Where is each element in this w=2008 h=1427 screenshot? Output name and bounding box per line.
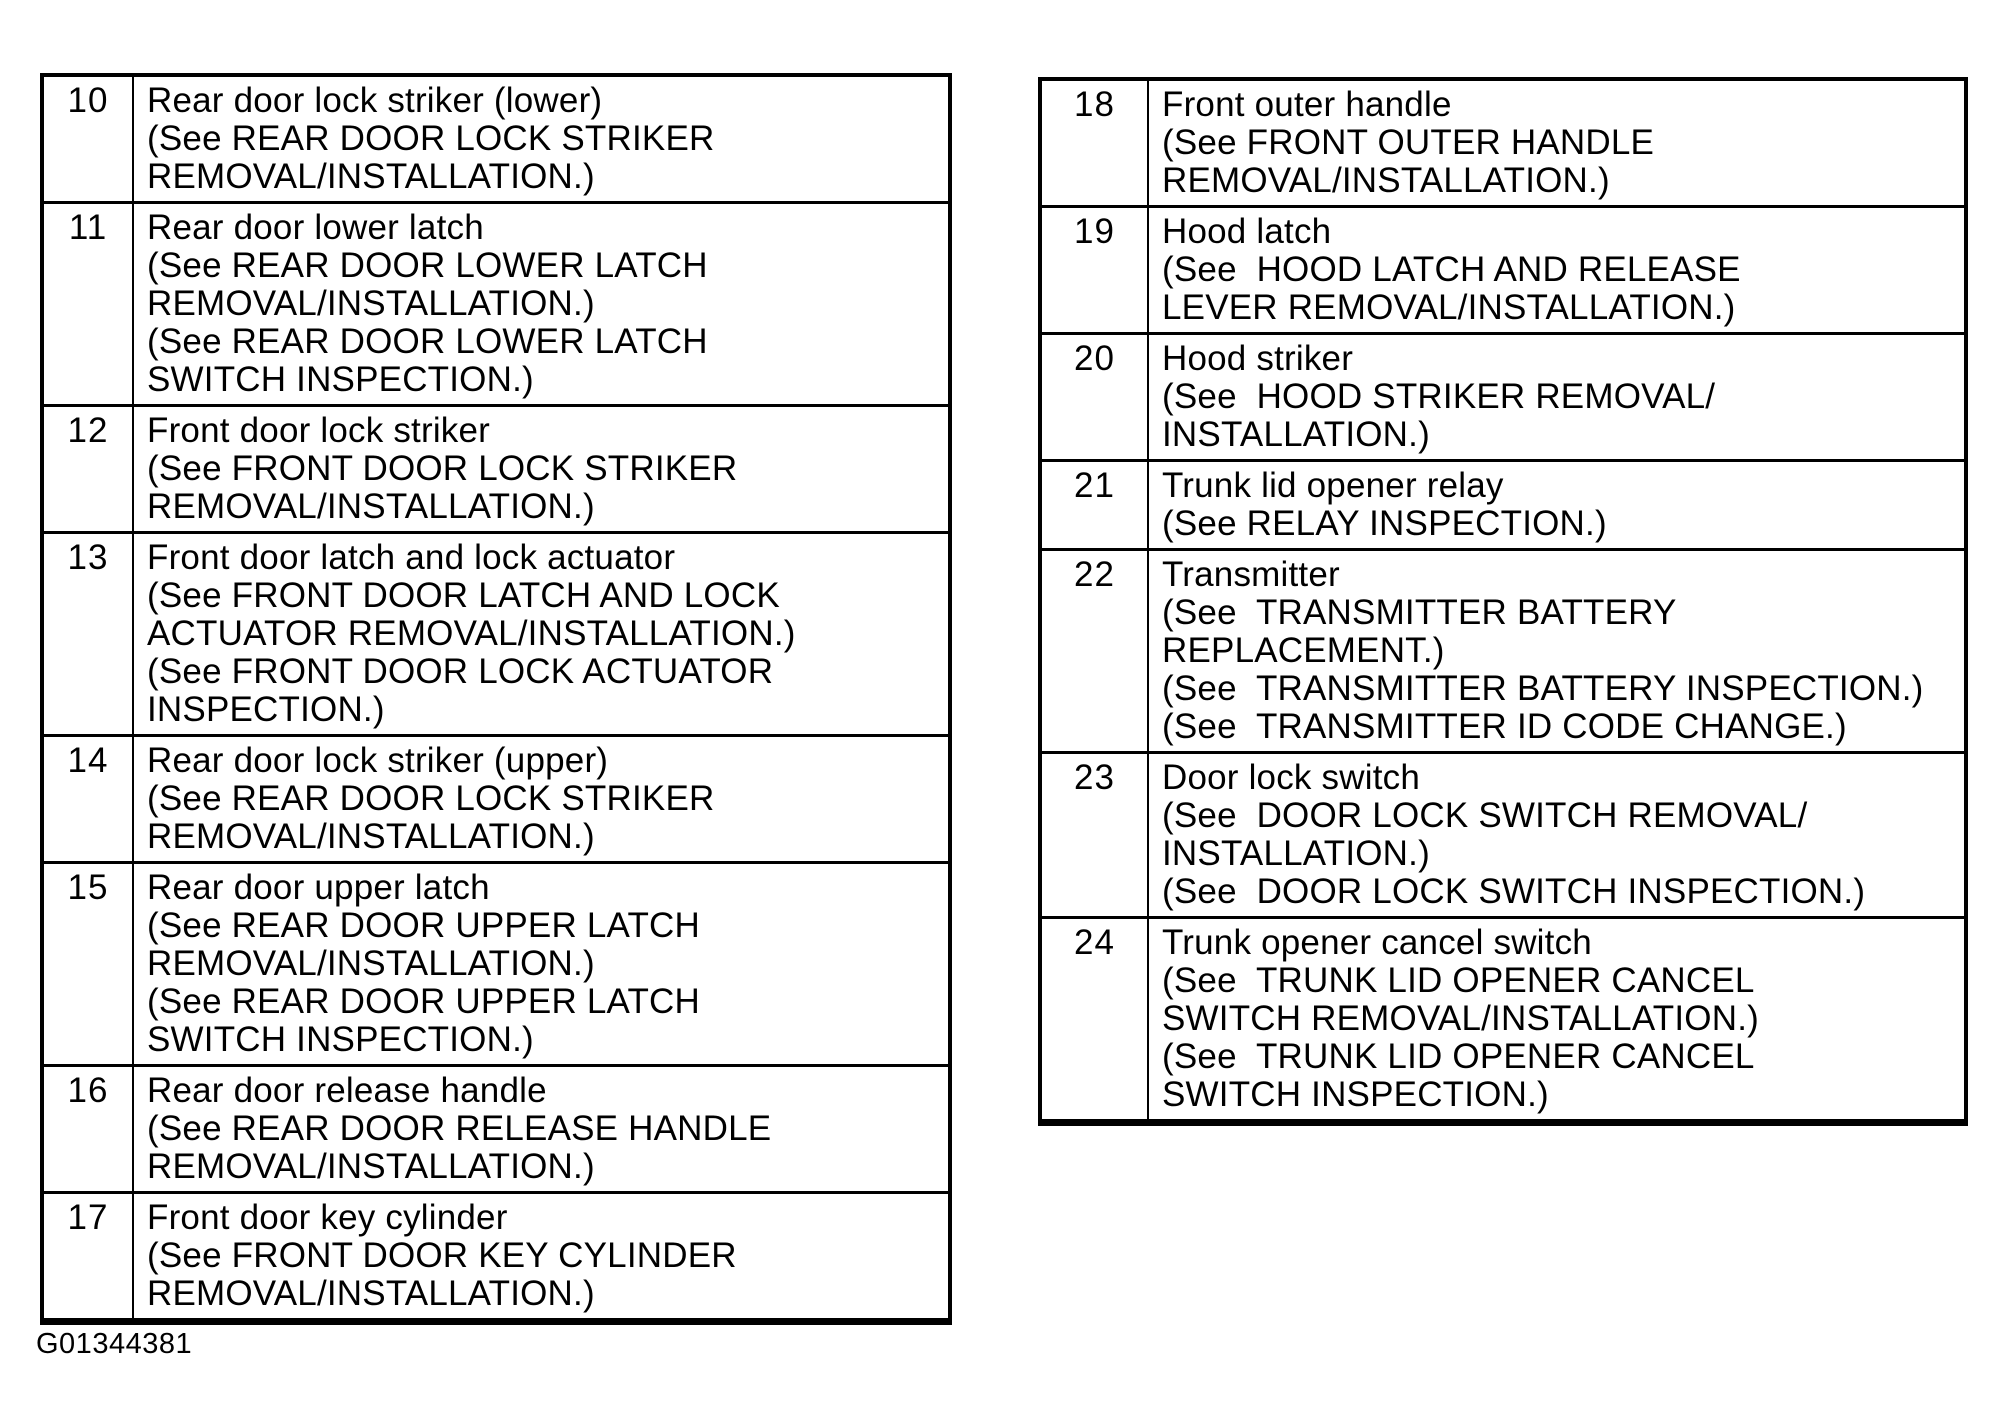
row-number-cell: 18: [1042, 81, 1149, 205]
table-row: 12 Front door lock striker (See FRONT DO…: [44, 404, 948, 531]
table-row: 10 Rear door lock striker (lower) (See R…: [44, 77, 948, 201]
row-description-cell: Rear door release handle (See REAR DOOR …: [147, 1071, 772, 1186]
row-number-cell: 10: [44, 77, 134, 201]
table-row: 22 Transmitter (See TRANSMITTER BATTERY …: [1042, 548, 1964, 751]
table-row: 14 Rear door lock striker (upper) (See R…: [44, 734, 948, 861]
parts-table-items-18-24: 18 Front outer handle (See FRONT OUTER H…: [1038, 77, 1968, 1126]
row-description-cell: Hood latch (See HOOD LATCH AND RELEASE L…: [1162, 212, 1741, 327]
table-row: 17 Front door key cylinder (See FRONT DO…: [44, 1191, 948, 1318]
row-number-cell: 13: [44, 534, 134, 734]
row-number-cell: 17: [44, 1194, 134, 1318]
row-number-cell: 19: [1042, 208, 1149, 332]
row-description-cell: Rear door upper latch (See REAR DOOR UPP…: [147, 868, 700, 1059]
table-row: 24 Trunk opener cancel switch (See TRUNK…: [1042, 916, 1964, 1119]
row-number-cell: 20: [1042, 335, 1149, 459]
table-row: 23 Door lock switch (See DOOR LOCK SWITC…: [1042, 751, 1964, 916]
row-number-cell: 15: [44, 864, 134, 1064]
row-description-cell: Rear door lower latch (See REAR DOOR LOW…: [147, 208, 708, 399]
row-number-cell: 21: [1042, 462, 1149, 548]
parts-table-items-10-17: 10 Rear door lock striker (lower) (See R…: [40, 73, 952, 1325]
row-number-cell: 12: [44, 407, 134, 531]
row-description-cell: Front door lock striker (See FRONT DOOR …: [147, 411, 738, 526]
table-row: 20 Hood striker (See HOOD STRIKER REMOVA…: [1042, 332, 1964, 459]
row-number-cell: 22: [1042, 551, 1149, 751]
table-row: 13 Front door latch and lock actuator (S…: [44, 531, 948, 734]
row-description-cell: Transmitter (See TRANSMITTER BATTERY REP…: [1162, 555, 1924, 746]
row-description-cell: Hood striker (See HOOD STRIKER REMOVAL/ …: [1162, 339, 1716, 454]
table-row: 19 Hood latch (See HOOD LATCH AND RELEAS…: [1042, 205, 1964, 332]
row-number-cell: 11: [44, 204, 134, 404]
row-description-cell: Rear door lock striker (upper) (See REAR…: [147, 741, 715, 856]
table-row: 11 Rear door lower latch (See REAR DOOR …: [44, 201, 948, 404]
row-description-cell: Door lock switch (See DOOR LOCK SWITCH R…: [1162, 758, 1866, 911]
row-number-cell: 16: [44, 1067, 134, 1191]
table-row: 15 Rear door upper latch (See REAR DOOR …: [44, 861, 948, 1064]
row-description-cell: Trunk opener cancel switch (See TRUNK LI…: [1162, 923, 1759, 1114]
table-row: 21 Trunk lid opener relay (See RELAY INS…: [1042, 459, 1964, 548]
table-row: 18 Front outer handle (See FRONT OUTER H…: [1042, 81, 1964, 205]
row-number-cell: 14: [44, 737, 134, 861]
row-description-cell: Trunk lid opener relay (See RELAY INSPEC…: [1162, 466, 1607, 543]
figure-id-label: G01344381: [36, 1328, 193, 1360]
row-description-cell: Front outer handle (See FRONT OUTER HAND…: [1162, 85, 1655, 200]
table-row: 16 Rear door release handle (See REAR DO…: [44, 1064, 948, 1191]
row-description-cell: Front door key cylinder (See FRONT DOOR …: [147, 1198, 737, 1313]
row-description-cell: Front door latch and lock actuator (See …: [147, 538, 796, 729]
row-number-cell: 23: [1042, 754, 1149, 916]
row-number-cell: 24: [1042, 919, 1149, 1119]
row-description-cell: Rear door lock striker (lower) (See REAR…: [147, 81, 715, 196]
